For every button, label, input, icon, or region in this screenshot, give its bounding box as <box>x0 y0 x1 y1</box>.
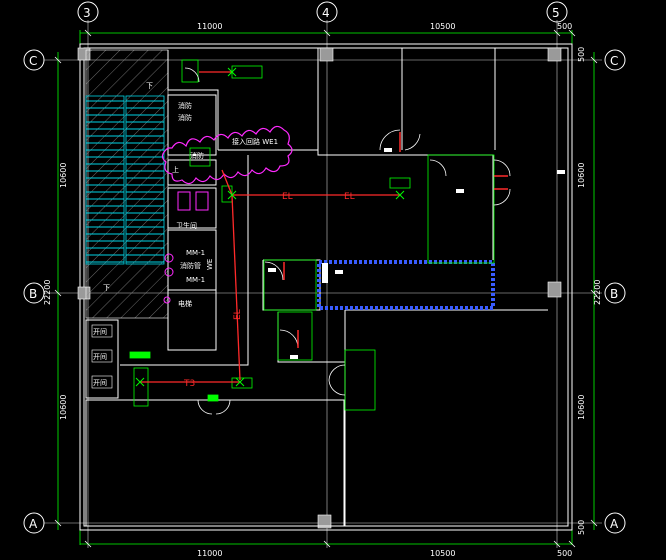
junction-marks <box>135 67 405 387</box>
room-label-2: 开间 <box>93 353 107 361</box>
room-label-3: 开间 <box>93 379 107 387</box>
room-box-1 <box>91 324 113 338</box>
dim-top-3: 500 <box>557 22 572 31</box>
doors <box>184 67 511 415</box>
dim-top-1: 11000 <box>197 22 222 31</box>
circuit-label-el-3: EL <box>233 309 243 320</box>
room-label-shaft: 消防管 <box>180 261 201 270</box>
dimension-ticks <box>54 29 598 548</box>
red-circuits <box>140 71 400 383</box>
dim-left-b: 10600 <box>59 163 68 188</box>
stair-run-left <box>85 95 125 265</box>
circuit-label-t3: T3 <box>183 379 195 389</box>
room-label-wc: 卫生间 <box>176 221 197 230</box>
columns <box>77 47 562 529</box>
grid-label-c-left: C <box>29 54 37 68</box>
dim-bottom-3: 500 <box>557 549 572 558</box>
dim-top-2: 10500 <box>430 22 455 31</box>
grid-label-a-right: A <box>610 517 619 531</box>
grid-bubbles <box>23 1 626 534</box>
side-tag: WE <box>206 259 214 270</box>
grid-label-c-right: C <box>610 54 618 68</box>
room-label-fire-c: 消防 <box>190 151 204 160</box>
grid-label-a-left: A <box>29 517 38 531</box>
room-label-1: 开间 <box>93 328 107 336</box>
white-markers <box>268 148 565 359</box>
room-box-2 <box>91 349 113 363</box>
room-label-mm1: MM-1 <box>186 249 205 257</box>
dim-bottom-1: 11000 <box>197 549 222 558</box>
stair-run-right <box>125 95 165 265</box>
dim-right-a: 10600 <box>577 395 586 420</box>
grid-label-b-left: B <box>29 287 37 301</box>
grid-label-3: 3 <box>83 6 91 20</box>
stair-up-label-2: 下 <box>103 284 110 292</box>
room-label-fire-a: 消防 <box>178 101 192 110</box>
magenta-fixtures <box>163 191 209 304</box>
grid-label-5: 5 <box>552 6 560 20</box>
room-label-lift: 电梯 <box>178 299 192 308</box>
grid-label-b-right: B <box>610 287 618 301</box>
room-label-up: 上 <box>172 165 179 174</box>
room-label-fire-b: 消防 <box>178 113 192 122</box>
room-label-mm1b: MM-1 <box>186 276 205 284</box>
dim-bottom-2: 10500 <box>430 549 455 558</box>
blue-room <box>317 260 495 310</box>
room-box-3 <box>91 375 113 389</box>
circuit-label-el-1: EL <box>282 192 293 202</box>
circuit-label-el-2: EL <box>344 192 355 202</box>
green-outlines <box>129 59 495 411</box>
stair-up-label-1: 下 <box>146 82 153 90</box>
dim-left-a: 10600 <box>59 395 68 420</box>
dim-right-total: 22200 <box>593 280 602 305</box>
dim-right-top: 500 <box>577 47 586 62</box>
grid-label-4: 4 <box>322 6 330 20</box>
revision-cloud <box>161 125 293 185</box>
cloud-label: 接入回路 WE1 <box>232 137 278 146</box>
red-door-leaves <box>283 132 508 348</box>
dim-right-bottom: 500 <box>577 520 586 535</box>
dim-left-total: 22200 <box>43 280 52 305</box>
dim-right-b: 10600 <box>577 163 586 188</box>
